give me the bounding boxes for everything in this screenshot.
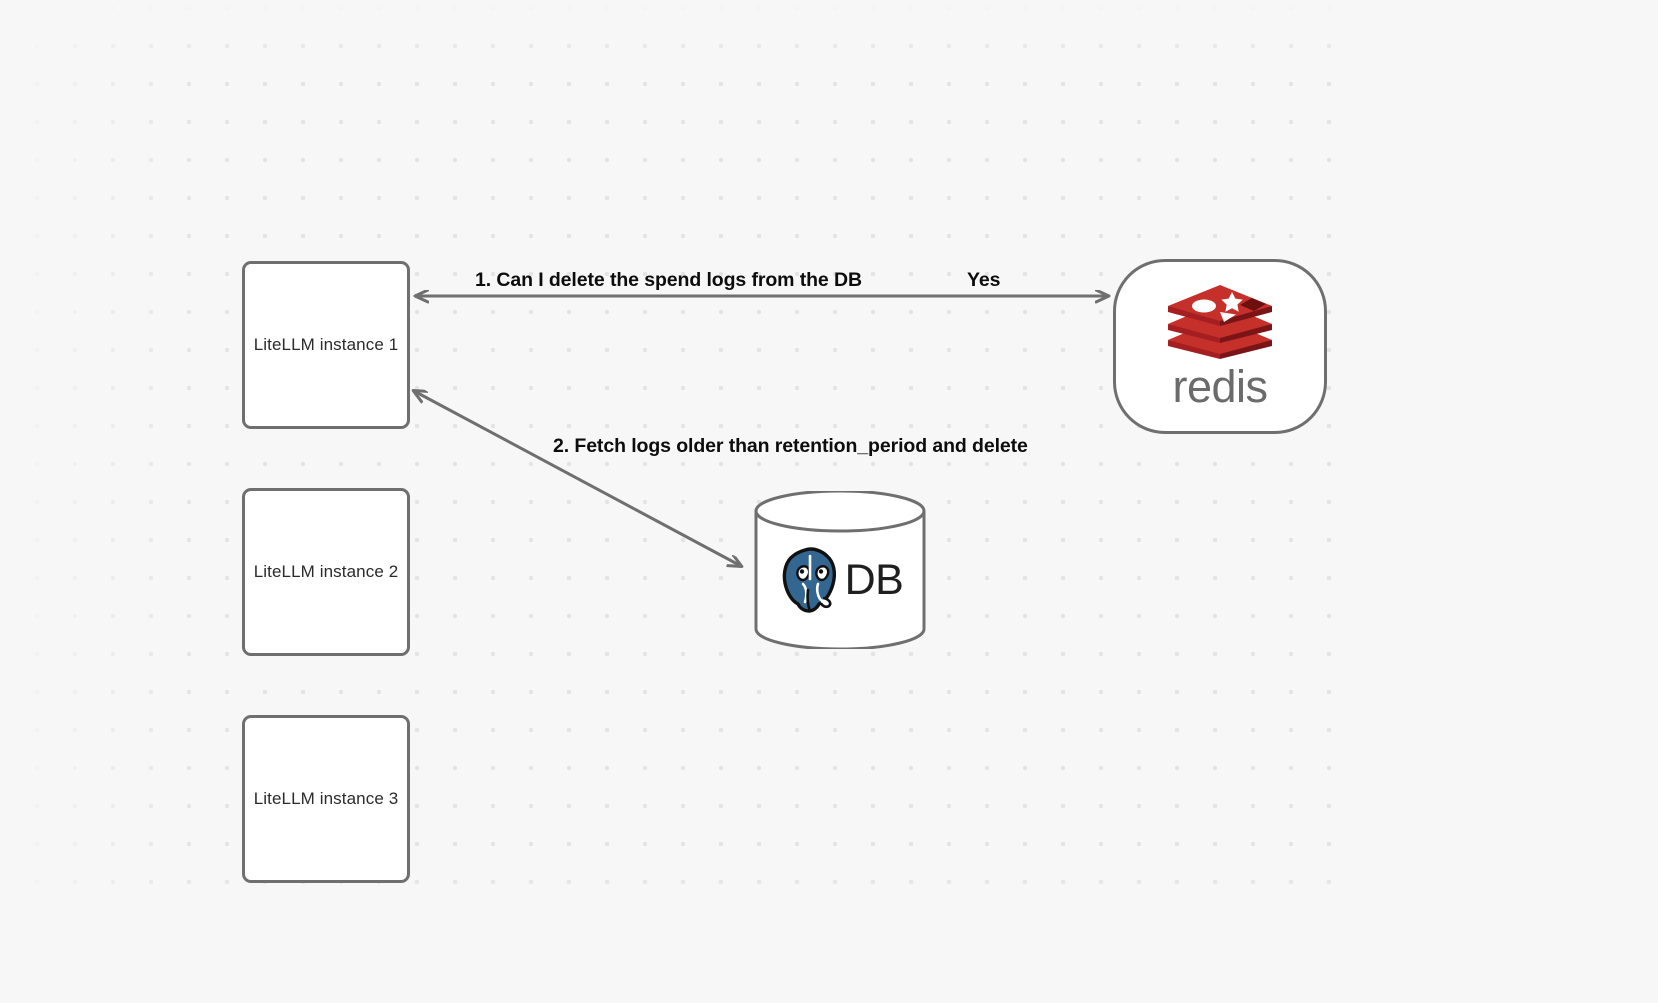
node-label: LiteLLM instance 1 (253, 335, 399, 354)
node-label: LiteLLM instance 2 (253, 562, 399, 581)
node-litellm-instance-3[interactable]: LiteLLM instance 3 (242, 715, 410, 883)
node-label: LiteLLM instance 3 (253, 789, 399, 808)
edge-label-redis-question: 1. Can I delete the spend logs from the … (475, 269, 862, 291)
postgresql-elephant-icon (777, 546, 843, 614)
node-litellm-instance-2[interactable]: LiteLLM instance 2 (242, 488, 410, 656)
node-litellm-instance-1[interactable]: LiteLLM instance 1 (242, 261, 410, 429)
redis-logo-icon (1164, 284, 1276, 360)
edge-label-db-fetch: 2. Fetch logs older than retention_perio… (553, 435, 1028, 457)
edge-label-redis-answer: Yes (967, 269, 1001, 291)
node-redis[interactable]: redis (1113, 259, 1327, 434)
cylinder-shape (754, 491, 926, 649)
node-database[interactable]: DB (753, 491, 927, 649)
db-label: DB (844, 555, 904, 604)
edge-instance1-db (414, 391, 741, 566)
redis-wordmark: redis (1172, 361, 1268, 412)
